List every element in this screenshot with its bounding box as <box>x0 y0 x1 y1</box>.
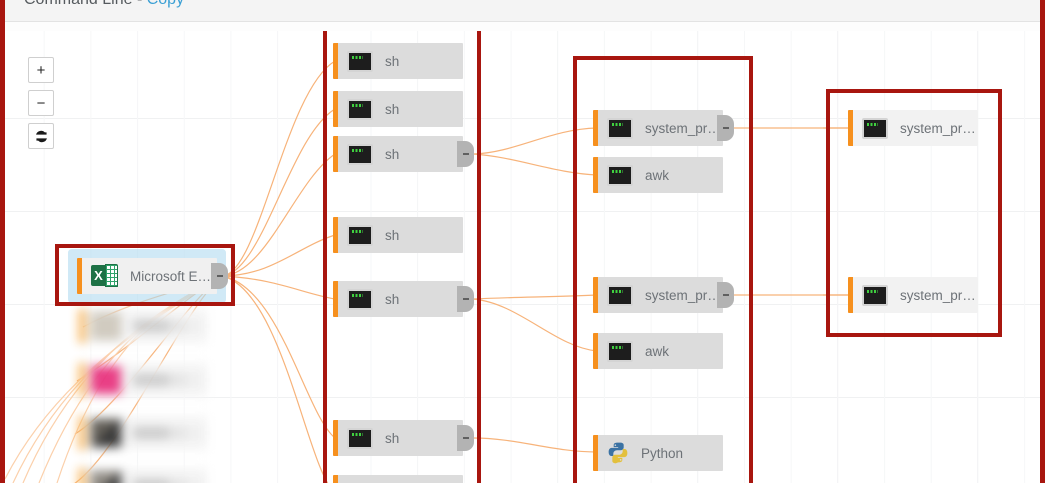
terminal-icon <box>607 164 633 186</box>
node-icon-redacted <box>91 312 121 340</box>
terminal-icon <box>862 117 888 139</box>
node-accent-bar <box>79 363 85 397</box>
list-item[interactable] <box>79 363 207 397</box>
node-label: sh <box>385 53 400 69</box>
terminal-icon <box>607 284 633 306</box>
node-accent-bar <box>79 468 85 483</box>
graph-node-sh-6[interactable]: sh <box>333 420 474 456</box>
terminal-icon <box>347 288 373 310</box>
node-label: system_pr… <box>900 287 976 303</box>
list-item[interactable] <box>79 309 207 343</box>
node-label: Microsoft E… <box>130 268 212 284</box>
node-expand-handle[interactable] <box>457 141 474 167</box>
node-accent-bar <box>333 136 338 172</box>
graph-node-systemproc-4[interactable]: system_pr… <box>848 277 978 313</box>
node-label: system_pr… <box>900 120 976 136</box>
node-label: sh <box>385 430 400 446</box>
graph-node-sh-1[interactable]: sh <box>333 43 463 79</box>
node-accent-bar <box>333 43 338 79</box>
terminal-icon <box>347 143 373 165</box>
node-icon-redacted <box>91 366 121 394</box>
node-accent-bar <box>79 309 85 343</box>
title-separator: - <box>133 0 147 8</box>
list-item[interactable] <box>79 468 207 483</box>
terminal-icon <box>607 117 633 139</box>
graph-node-awk-1[interactable]: awk <box>593 157 723 193</box>
graph-node-systemproc-2[interactable]: system_pr… <box>593 277 734 313</box>
terminal-icon <box>607 340 633 362</box>
node-accent-bar <box>333 281 338 317</box>
terminal-icon <box>347 50 373 72</box>
terminal-icon <box>347 224 373 246</box>
node-expand-handle[interactable] <box>717 115 734 141</box>
node-accent-bar <box>79 416 85 450</box>
node-expand-handle[interactable] <box>457 286 474 312</box>
node-label: sh <box>385 101 400 117</box>
node-expand-handle[interactable] <box>717 282 734 308</box>
zoom-out-icon: − <box>36 94 46 112</box>
node-accent-bar <box>333 420 338 456</box>
zoom-out-button[interactable]: − <box>28 90 54 116</box>
node-label: system_pr… <box>645 120 721 136</box>
graph-node-sh-4[interactable]: sh <box>333 217 463 253</box>
graph-canvas[interactable]: + − <box>5 31 1040 483</box>
python-icon <box>607 441 629 465</box>
reset-view-button[interactable] <box>28 123 54 149</box>
node-accent-bar <box>593 277 598 313</box>
node-icon-redacted <box>91 419 121 447</box>
graph-node-sh-2[interactable]: sh <box>333 91 463 127</box>
node-expand-handle[interactable] <box>457 425 474 451</box>
copy-link[interactable]: Copy <box>147 0 184 8</box>
node-expand-handle[interactable] <box>211 263 228 289</box>
node-accent-bar <box>593 435 598 471</box>
node-accent-bar <box>333 91 338 127</box>
node-accent-bar <box>593 333 598 369</box>
node-accent-bar <box>848 110 853 146</box>
node-label: Python <box>641 445 684 461</box>
node-accent-bar <box>77 258 82 294</box>
node-label: sh <box>385 291 400 307</box>
excel-icon: X <box>91 264 118 288</box>
node-accent-bar <box>593 110 598 146</box>
node-label-redacted <box>133 479 207 483</box>
graph-node-excel[interactable]: X Microsoft E… <box>77 258 228 294</box>
node-icon-redacted <box>91 471 121 483</box>
node-accent-bar <box>593 157 598 193</box>
node-label: sh <box>385 146 400 162</box>
zoom-controls: + − <box>28 57 54 156</box>
node-label: awk <box>645 343 670 359</box>
graph-node-systemproc-3[interactable]: system_pr… <box>848 110 978 146</box>
terminal-icon <box>862 284 888 306</box>
zoom-in-icon: + <box>36 61 46 79</box>
terminal-icon <box>347 98 373 120</box>
node-accent-bar <box>333 475 338 483</box>
node-label: system_pr… <box>645 287 721 303</box>
graph-node-awk-2[interactable]: awk <box>593 333 723 369</box>
graph-node-sh-7[interactable]: sh <box>333 475 463 483</box>
page-title: Command Line - Copy <box>24 0 184 9</box>
node-accent-bar <box>848 277 853 313</box>
zoom-in-button[interactable]: + <box>28 57 54 83</box>
graph-node-sh-5[interactable]: sh <box>333 281 474 317</box>
graph-node-systemproc-1[interactable]: system_pr… <box>593 110 734 146</box>
node-label-redacted <box>133 427 207 439</box>
graph-node-python[interactable]: Python <box>593 435 723 471</box>
refresh-icon <box>34 129 49 144</box>
page-title-text: Command Line <box>24 0 133 8</box>
list-item[interactable] <box>79 416 207 450</box>
node-label: sh <box>385 227 400 243</box>
node-label-redacted <box>133 374 207 386</box>
node-label: awk <box>645 167 670 183</box>
window-header: Command Line - Copy <box>5 0 1040 22</box>
node-label-redacted <box>133 320 207 332</box>
node-accent-bar <box>333 217 338 253</box>
graph-node-sh-3[interactable]: sh <box>333 136 474 172</box>
terminal-icon <box>347 427 373 449</box>
